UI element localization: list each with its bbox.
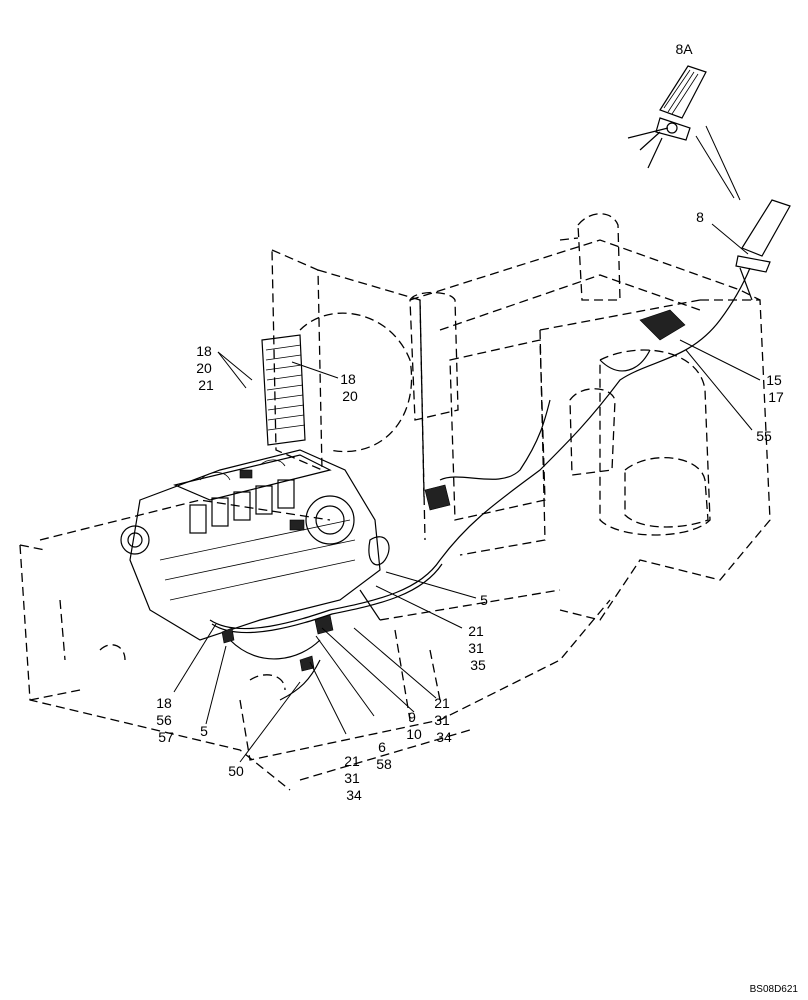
- callout-55: 55: [756, 428, 772, 444]
- callout-18-56-57: 18 56 57: [156, 695, 175, 745]
- callout-5-right: 5: [480, 592, 488, 608]
- callout-50: 50: [228, 763, 244, 779]
- pedal-detail-8a: [627, 65, 707, 169]
- callout-9-10: 9 10: [406, 709, 422, 742]
- radiator-grille: [261, 334, 306, 446]
- callout-8: 8: [696, 209, 704, 225]
- callout-6-58: 6 58: [376, 739, 392, 772]
- engine-assembly: [120, 449, 390, 641]
- callout-5-left: 5: [200, 723, 208, 739]
- drawing-reference: BS08D621: [750, 984, 799, 995]
- callouts: 8A 8 18 20 21 18 20 15 17 55 5 21 31 35: [156, 41, 785, 803]
- leader-lines: [173, 125, 761, 763]
- callout-18-20: 18 20: [340, 371, 359, 404]
- callout-18-20-21: 18 20 21: [196, 343, 215, 393]
- callout-21-31-35: 21 31 35: [468, 623, 487, 673]
- pedal-8: [735, 199, 791, 301]
- callout-8a: 8A: [675, 41, 693, 57]
- wiring-harness: [209, 267, 751, 701]
- callout-21-31-34-bottom: 21 31 34: [344, 753, 363, 803]
- callout-21-31-34-right: 21 31 34: [434, 695, 453, 745]
- callout-15-17: 15 17: [766, 372, 785, 405]
- chassis-frame: [19, 213, 771, 791]
